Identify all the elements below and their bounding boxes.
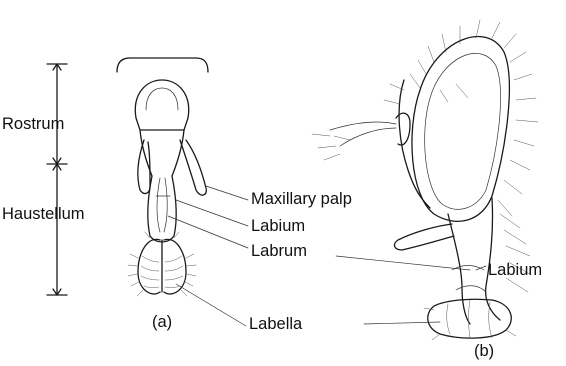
labella-label: Labella	[249, 316, 302, 333]
leader-labella-a	[176, 284, 246, 326]
scale-bar	[47, 64, 67, 295]
proboscis-front-view	[117, 58, 208, 296]
fly-head-side-view	[312, 20, 538, 340]
labrum-label: Labrum	[251, 243, 307, 260]
labium-label-a: Labium	[251, 218, 305, 235]
rostrum-label: Rostrum	[2, 116, 64, 133]
labium-label-b: Labium	[488, 262, 542, 279]
maxillary-palp-label: Maxillary palp	[251, 191, 352, 208]
leader-labium-a	[176, 200, 248, 226]
panel-label-a: (a)	[152, 314, 172, 331]
panel-label-b: (b)	[474, 343, 494, 360]
leader-labium-b	[476, 266, 486, 270]
haustellum-label: Haustellum	[2, 206, 85, 223]
leader-maxillary-palp	[206, 186, 248, 200]
leader-labrum	[168, 216, 248, 248]
leader-labrum-b	[336, 256, 470, 270]
